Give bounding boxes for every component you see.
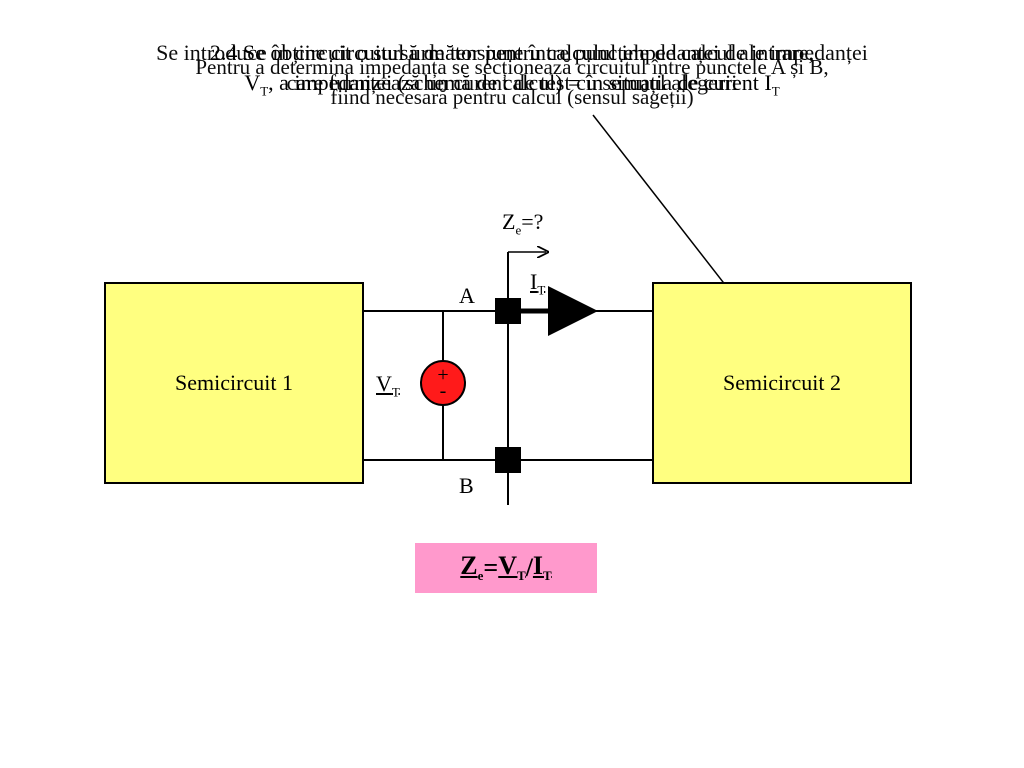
slide-title-overlay-2: Pentru a determina impedanța se secțione… (100, 52, 924, 112)
impedance-formula: Ze=VT/IT (415, 543, 597, 593)
it-label: IT (530, 269, 546, 298)
overlay-2-line-1: Pentru a determina impedanța se secțione… (195, 55, 829, 79)
formula-slash: / (525, 553, 533, 582)
semicircuit-2-block: Semicircuit 2 (652, 282, 912, 484)
source-plus: + (437, 364, 449, 386)
node-a-square (495, 298, 521, 324)
node-a-label: A (459, 283, 475, 308)
overlay-1-line-1: Se introduce în circuit o sursă de tensi… (156, 40, 868, 65)
semicircuit-1-label: Semicircuit 1 (175, 370, 293, 395)
node-b-square (495, 447, 521, 473)
source-minus: - (439, 380, 447, 402)
formula-z: Ze (460, 551, 484, 584)
formula-v: VT (498, 551, 526, 584)
title-line-2: VT, a impedanței (schemă de calcul) = în… (244, 70, 780, 99)
formula-i: IT (532, 551, 552, 584)
slide-title-overlay-1: Se introduce în circuit o sursă de tensi… (90, 38, 934, 98)
ze-label: Ze=? (502, 209, 544, 238)
formula-eq: = (483, 553, 499, 582)
semicircuit-2-label: Semicircuit 2 (723, 370, 841, 395)
title-line-1: 2.4 Se obține circuitul următor pentru c… (209, 40, 815, 65)
voltage-source-icon: + - (420, 360, 466, 406)
slide-title: 2.4 Se obține circuitul următor pentru c… (60, 38, 964, 106)
overlay-1-line-2: care furnizează un curent de test cu sem… (286, 70, 738, 95)
vt-label: VT (376, 371, 400, 400)
overlay-2-line-2: fiind necesară pentru calcul (sensul săg… (330, 85, 694, 109)
semicircuit-1-block: Semicircuit 1 (104, 282, 364, 484)
node-b-label: B (459, 473, 474, 498)
